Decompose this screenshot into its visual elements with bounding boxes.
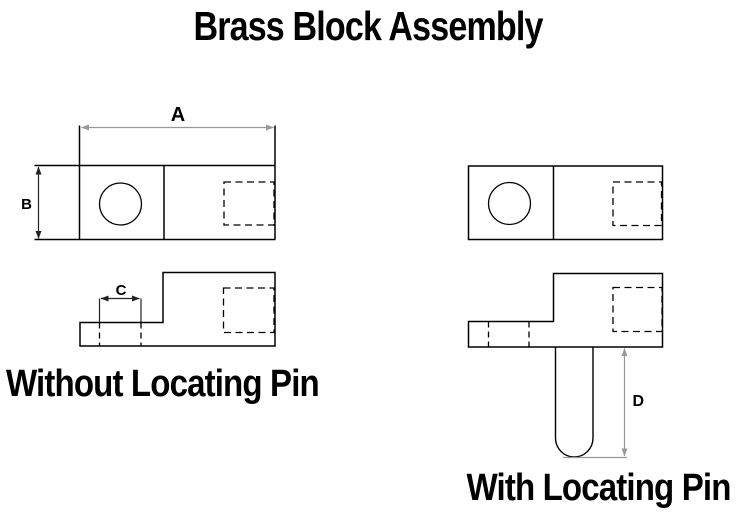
hidden-pocket-outline (612, 181, 663, 227)
front-view-outline (79, 271, 276, 347)
caption-with-pin: With Locating Pin (466, 467, 732, 509)
front-view-without-pin (79, 271, 276, 347)
dim-label-b: B (21, 196, 32, 213)
front-view-with-pin (467, 272, 664, 458)
dimension-d (563, 348, 628, 459)
hole-circle (487, 181, 532, 226)
caption-without-pin: Without Locating Pin (6, 363, 320, 405)
hidden-pocket-outline (222, 287, 275, 334)
hole-circle (98, 182, 143, 226)
dimension-labels: A B C D (21, 104, 644, 410)
dim-label-a: A (171, 104, 185, 126)
dim-label-d: D (633, 393, 645, 410)
dim-label-c: C (116, 282, 127, 299)
dimension-c (98, 295, 142, 322)
drawing-title: Brass Block Assembly (193, 3, 543, 49)
locating-pin (554, 347, 594, 458)
top-view-with-pin (467, 165, 664, 241)
hidden-pocket-outline (223, 181, 275, 226)
front-view-outline (467, 272, 664, 348)
top-view-without-pin (34, 125, 276, 241)
top-view-outline (467, 165, 664, 241)
hidden-pocket-outline (612, 286, 663, 333)
